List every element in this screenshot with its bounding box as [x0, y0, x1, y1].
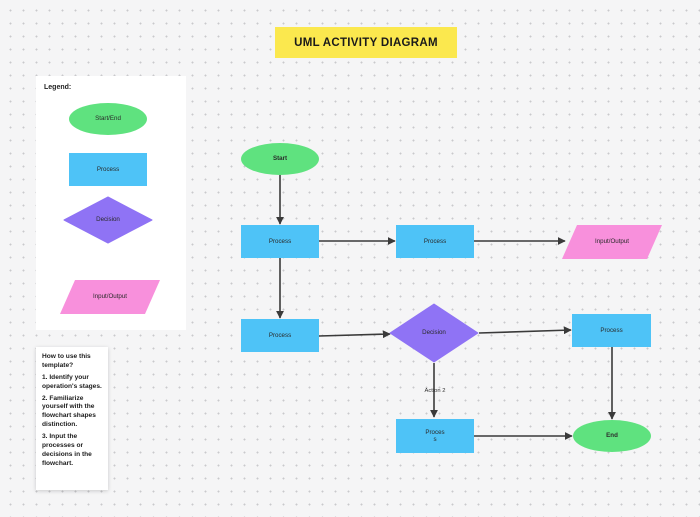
node-end-label: End	[606, 432, 618, 440]
legend-panel: Legend: Start/End Process Decision Input…	[36, 76, 186, 330]
legend-start-end-shape: Start/End	[69, 103, 147, 135]
instructions-step-3: 3. Input the processes or decisions in t…	[42, 433, 92, 467]
node-end[interactable]: End	[573, 420, 651, 452]
node-process-c-label: Process	[268, 331, 292, 339]
node-input-output-label: Input/Output	[594, 238, 630, 246]
node-process-b-label: Process	[423, 237, 447, 245]
instructions-card: How to use this template? 1. Identify yo…	[36, 347, 108, 490]
node-start-label: Start	[272, 155, 288, 163]
node-process-c[interactable]: Process	[241, 319, 319, 352]
instructions-step-2: 2. Familiarize yourself with the flowcha…	[42, 394, 96, 429]
instructions-step-1: 1. Identify your operation's stages.	[42, 373, 102, 390]
node-process-d[interactable]: Process	[572, 314, 651, 347]
diagram-title: UML ACTIVITY DIAGRAM	[275, 27, 457, 58]
node-process-d-label: Process	[600, 326, 623, 334]
node-start[interactable]: Start	[241, 143, 319, 175]
edge-label-action-2: Action 2	[424, 388, 446, 394]
node-decision[interactable]: Decision	[389, 303, 479, 363]
legend-process-shape: Process	[69, 153, 147, 186]
node-process-b[interactable]: Process	[396, 225, 474, 258]
edge-process-c-to-decision	[318, 330, 391, 339]
legend-process-label: Process	[96, 165, 120, 173]
node-input-output[interactable]: Input/Output	[562, 225, 662, 259]
node-process-e-label-line1: Proces	[425, 428, 445, 436]
node-decision-label: Decision	[422, 329, 446, 337]
node-process-a[interactable]: Process	[241, 225, 319, 258]
instructions-heading: How to use this template?	[42, 353, 91, 369]
node-process-e[interactable]: Proces s	[396, 419, 474, 453]
legend-decision-shape: Decision	[63, 196, 153, 244]
legend-decision-label: Decision	[96, 216, 120, 224]
legend-heading: Legend:	[44, 84, 72, 91]
legend-input-output-shape: Input/Output	[60, 280, 160, 314]
node-process-a-label: Process	[268, 237, 292, 245]
legend-start-end-label: Start/End	[95, 115, 121, 123]
edge-decision-to-process-d	[478, 326, 572, 335]
legend-input-output-label: Input/Output	[92, 293, 128, 301]
node-process-e-label-line2: s	[433, 436, 437, 443]
